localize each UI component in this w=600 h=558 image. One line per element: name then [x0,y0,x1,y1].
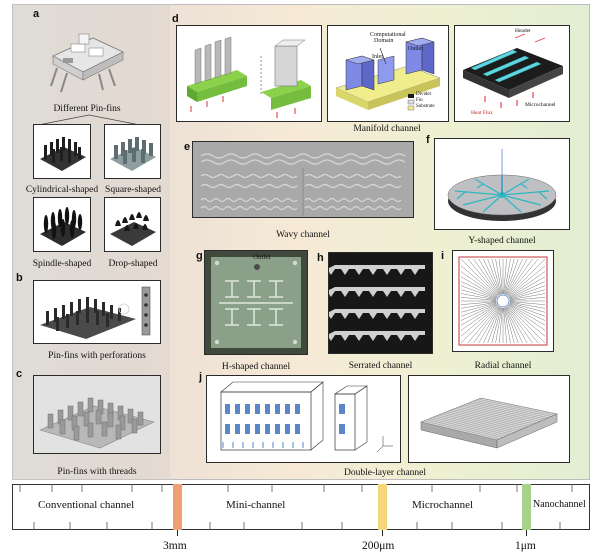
inlet-label: Inlet [372,54,383,60]
panel-j-caption: Double-layer channel [343,468,427,478]
panel-f-letter: f [426,134,430,146]
panel-e-letter: e [184,141,191,153]
tick-label-200um: 200μm [362,540,395,552]
panel-e-caption: Wavy channel [276,230,330,240]
outlet-label-g: Outlet [253,253,271,261]
tick-1um [526,530,527,536]
substrate-legend: Substrate [416,104,435,109]
panel-c-letter: c [16,368,23,380]
panel-f-caption: Y-shaped channel [468,236,536,246]
tick-label-1um: 1μm [515,540,536,552]
panel-d-caption: Manifold channel [353,124,421,134]
cylindrical-pin-fin-image [33,124,91,179]
radial-channel-image [452,250,554,352]
square-pin-fin-image [104,124,161,179]
drop-pin-fin-image [104,197,161,252]
nanochannel-label: Nanochannel [533,499,586,510]
spindle-caption: Spindle-shaped [32,259,92,269]
outlet-label: Outlet [408,46,423,52]
threaded-pin-fins-image [33,375,161,454]
fin-legend: Fin [416,98,423,103]
tick-200um [382,530,383,536]
heat-flux-label: Heat Flux [471,110,493,116]
tick-3mm [177,530,178,536]
channel-size-scale [12,484,590,530]
microchannel-label-scale: Microchannel [412,499,474,511]
domain-label: Domain [374,38,394,44]
scale-3mm-band [173,484,182,530]
manifold-fin-structure-image [176,25,322,122]
manifold-microchannel-image: Header Heat Flux Microchannel [454,25,570,122]
panel-b-letter: b [16,272,23,284]
mini-channel-label: Mini-channel [226,499,286,511]
drop-caption: Drop-shaped [108,259,158,269]
double-layer-array-image [408,375,570,463]
cylindrical-caption: Cylindrical-shaped [25,185,99,195]
panel-a-bracket [26,114,152,126]
microchannel-label: Microchannel [525,102,556,108]
wavy-channel-image [192,141,414,218]
panel-d-letter: d [172,13,179,25]
panel-c-caption: Pin-fins with threads [57,467,137,477]
panel-a-caption: Different Pin-fins [53,104,121,114]
perforated-pin-fins-image [33,280,161,344]
y-shaped-channel-image [434,138,570,230]
scale-200um-band [378,484,387,530]
manifold-domain-image: Computational Domain Inlet Outlet Divide… [327,25,449,122]
spindle-pin-fin-image [33,197,91,252]
square-caption: Square-shaped [105,185,161,195]
serrated-channel-image [328,252,433,354]
panel-h-letter: h [317,252,324,264]
tick-label-3mm: 3mm [163,540,187,552]
panel-a-letter: a [33,8,40,20]
divider-legend: Divider [416,92,432,97]
panel-h-caption: Serrated channel [348,361,413,371]
panel-j-letter: j [199,371,203,383]
header-label: Header [515,28,531,34]
conventional-channel-label: Conventional channel [38,499,135,511]
panel-g-letter: g [196,250,203,262]
h-shaped-channel-image: Outlet [204,250,308,355]
pin-fin-module-image [43,16,131,98]
panel-b-caption: Pin-fins with perforations [48,351,146,361]
double-layer-schematic-image [206,375,401,463]
scale-1um-band [522,484,531,530]
panel-i-caption: Radial channel [474,361,532,371]
scale-minor-ticks [12,484,590,530]
computational-label: Computational [370,32,406,38]
panel-g-caption: H-shaped channel [221,362,291,372]
panel-i-letter: i [441,250,445,262]
